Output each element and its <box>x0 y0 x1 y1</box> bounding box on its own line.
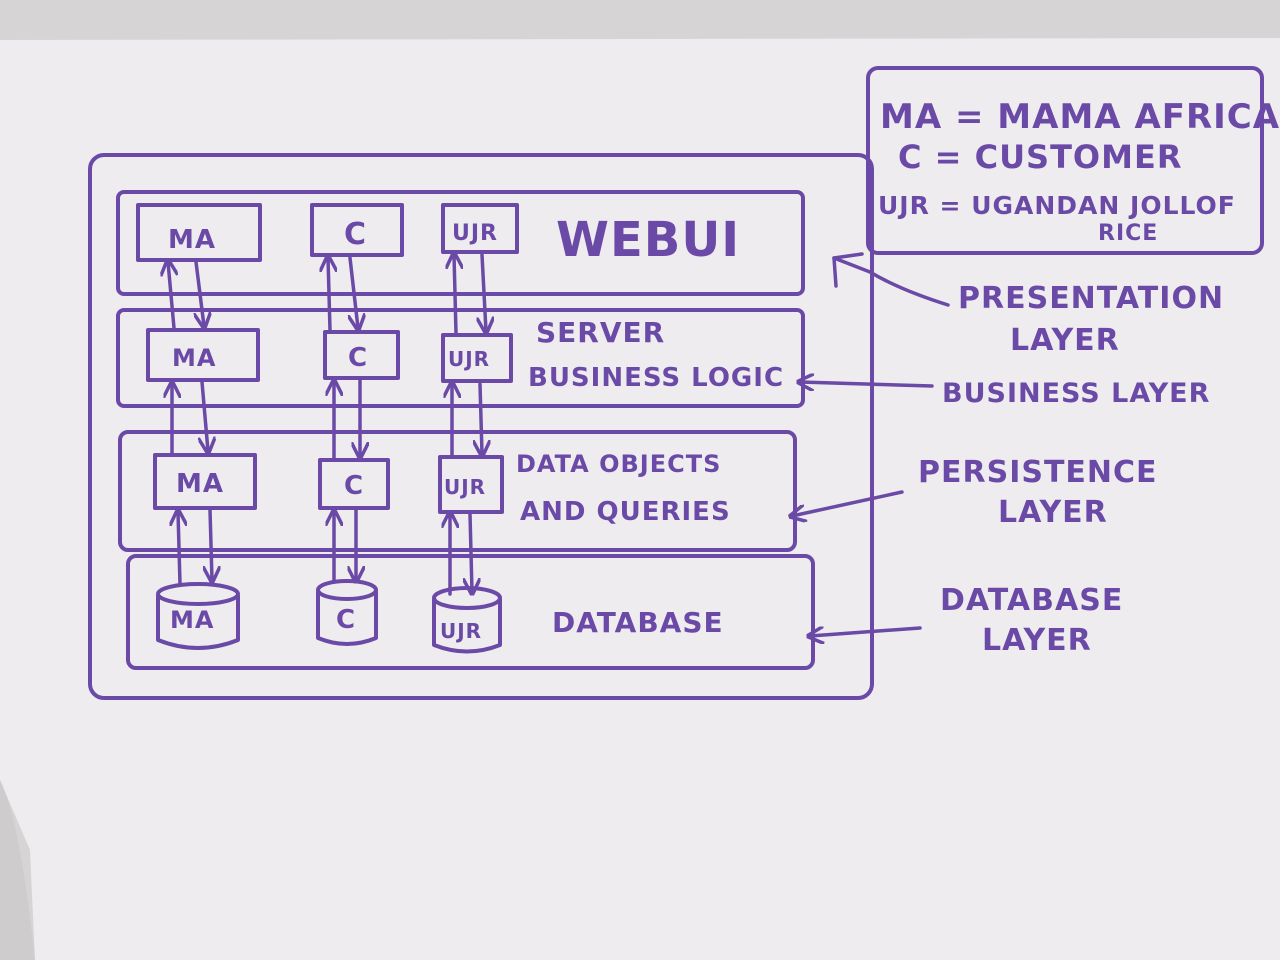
pointer-database <box>810 626 922 636</box>
legend-line-2: C = CUSTOMER <box>898 138 1182 176</box>
arrow-c-1-up <box>328 258 330 332</box>
system-boundary <box>88 153 874 700</box>
webui-ujr-box <box>441 203 519 254</box>
persistence-label-line2: LAYER <box>998 495 1108 530</box>
webui-ma-box <box>136 203 262 262</box>
paper-fold-shadow <box>0 780 35 960</box>
arrow-ma-1-down <box>196 260 204 326</box>
presentation-label-line2: LAYER <box>1010 323 1120 358</box>
data-title-line2: AND QUERIES <box>520 497 731 527</box>
server-ujr-label: UJR <box>448 347 490 371</box>
arrow-ujr-3-down <box>470 512 472 592</box>
arrow-ma-2-down <box>202 380 208 451</box>
db-c-label: C <box>336 605 356 635</box>
pointer-presentation-head <box>832 252 864 288</box>
webui-ujr-label: UJR <box>452 221 498 246</box>
server-ujr-box <box>441 333 513 383</box>
persistence-label-line1: PERSISTENCE <box>918 455 1158 490</box>
pointer-presentation <box>832 256 950 307</box>
arrow-ujr-2-down <box>480 382 482 454</box>
arrow-ma-3-down <box>210 508 212 580</box>
database-title: DATABASE <box>552 606 724 639</box>
db-ma-cylinder <box>156 582 240 650</box>
arrow-ujr-1-up <box>454 255 456 335</box>
webui-c-label: C <box>344 217 367 252</box>
pointer-business <box>800 382 934 386</box>
business-label: BUSINESS LAYER <box>942 378 1210 409</box>
data-ujr-box <box>438 455 504 514</box>
server-ma-label: MA <box>172 344 216 372</box>
db-ujr-label: UJR <box>440 619 482 643</box>
data-c-box <box>318 458 390 510</box>
web-ui-layer-box <box>116 190 805 296</box>
server-c-label: C <box>348 343 368 373</box>
data-ujr-label: UJR <box>444 475 486 499</box>
server-layer-box <box>116 308 805 408</box>
presentation-label-line1: PRESENTATION <box>958 281 1224 316</box>
db-ma-label: MA <box>170 606 214 634</box>
legend-line-1: MA = MAMA AFRICA <box>880 97 1280 137</box>
db-c-cylinder <box>316 579 378 646</box>
webui-c-box <box>310 203 404 257</box>
pointer-persistence <box>792 490 904 516</box>
legend-line-3: UJR = UGANDAN JOLLOF <box>878 191 1236 220</box>
server-title-line1: SERVER <box>536 316 665 349</box>
legend-line-4: RICE <box>1098 221 1158 246</box>
data-layer-box <box>118 430 797 552</box>
data-c-label: C <box>344 471 364 501</box>
data-ma-label: MA <box>176 469 224 499</box>
database-label-line2: LAYER <box>982 623 1092 658</box>
arrow-ma-1-up <box>168 262 174 330</box>
web-ui-title: WEBUI <box>556 212 740 268</box>
arrow-ujr-1-down <box>482 253 486 331</box>
data-title-line1: DATA OBJECTS <box>516 450 721 478</box>
arrow-ma-3-up <box>178 512 180 586</box>
database-label-line1: DATABASE <box>940 583 1123 618</box>
server-title-line2: BUSINESS LOGIC <box>528 363 784 393</box>
arrow-c-1-down <box>350 256 358 328</box>
webui-ma-label: MA <box>168 225 216 255</box>
